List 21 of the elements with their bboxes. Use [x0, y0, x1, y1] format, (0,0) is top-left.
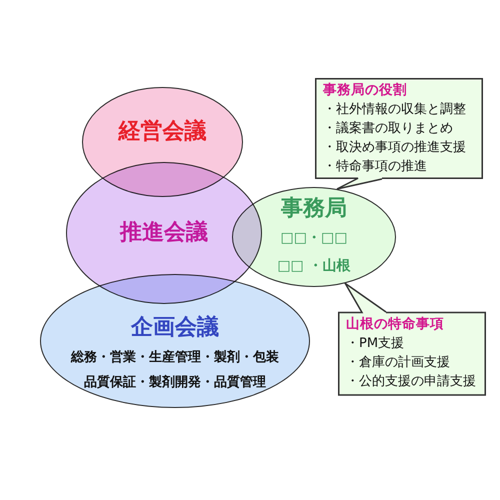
callout-tail-line — [336, 178, 382, 190]
bullet-item: ・特命事項の推進 — [323, 158, 427, 176]
callout-tail-line — [344, 282, 386, 313]
speech-bubble — [338, 283, 486, 396]
speech-bubble — [315, 78, 483, 189]
department-list: 総務・営業・生産管理・製剤・包装 — [71, 345, 279, 370]
bullet-item: ・PM支援 — [346, 334, 404, 353]
member-names: □□ ・山根 — [277, 257, 351, 276]
committee-title: 経営会議 — [118, 118, 206, 146]
callout-heading: 山根の特命事項 — [346, 314, 444, 334]
secretariat-title: 事務局 — [281, 195, 347, 223]
bullet-item: ・取決め事項の推進支援 — [323, 139, 466, 157]
bullet-item: ・社外情報の収集と調整 — [323, 101, 466, 119]
member-names: □□・□□ — [280, 229, 348, 248]
bullet-item: ・公的支援の申請支援 — [346, 372, 476, 391]
department-list: 品質保証・製剤開発・品質管理 — [84, 370, 266, 395]
bullet-item: ・倉庫の計画支援 — [346, 354, 450, 372]
committee-title: 推進会議 — [120, 219, 208, 247]
bullet-item: ・議案書の取りまとめ — [323, 120, 453, 138]
callout-heading: 事務局の役割 — [323, 81, 407, 100]
committee-title: 企画会議 — [131, 314, 219, 342]
